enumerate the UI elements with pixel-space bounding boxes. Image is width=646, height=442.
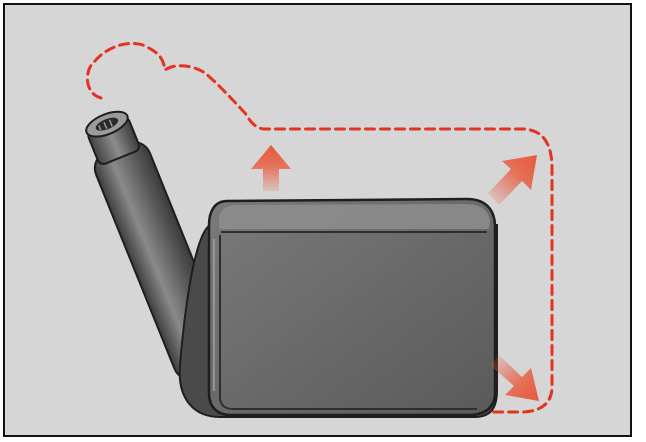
container-top-bevel [219, 204, 490, 229]
container-expansion-illustration [5, 5, 630, 435]
diagram-frame [3, 3, 632, 437]
